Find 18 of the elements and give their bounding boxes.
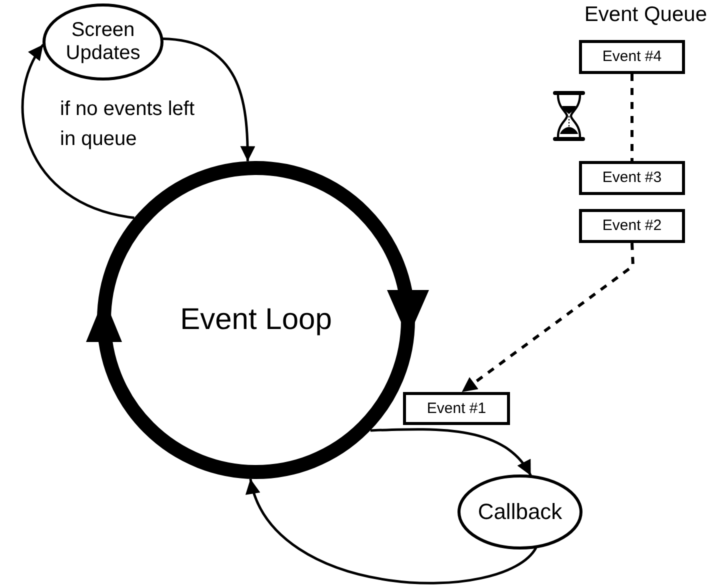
condition-note: if no events left in queue: [60, 97, 196, 152]
event-box: [579, 161, 685, 195]
event-label: Event #3: [602, 169, 662, 187]
node-label: Callback: [478, 499, 562, 525]
curved-arrow: [162, 37, 256, 162]
event-label: Event #2: [602, 217, 662, 235]
curved-arrow: [21, 44, 134, 220]
node-label: Event Loop: [180, 302, 332, 338]
event-box: [579, 209, 685, 243]
dashed-arrow: [460, 242, 635, 394]
curved-arrow: [370, 428, 532, 476]
event-label: Event #1: [426, 400, 486, 418]
node-label: Screen Updates: [64, 19, 142, 65]
event-box: [403, 392, 510, 425]
event-label: Event #4: [602, 48, 662, 66]
event-box: [579, 40, 685, 74]
queue-title: Event Queue: [583, 2, 707, 28]
curved-arrow: [248, 478, 537, 584]
